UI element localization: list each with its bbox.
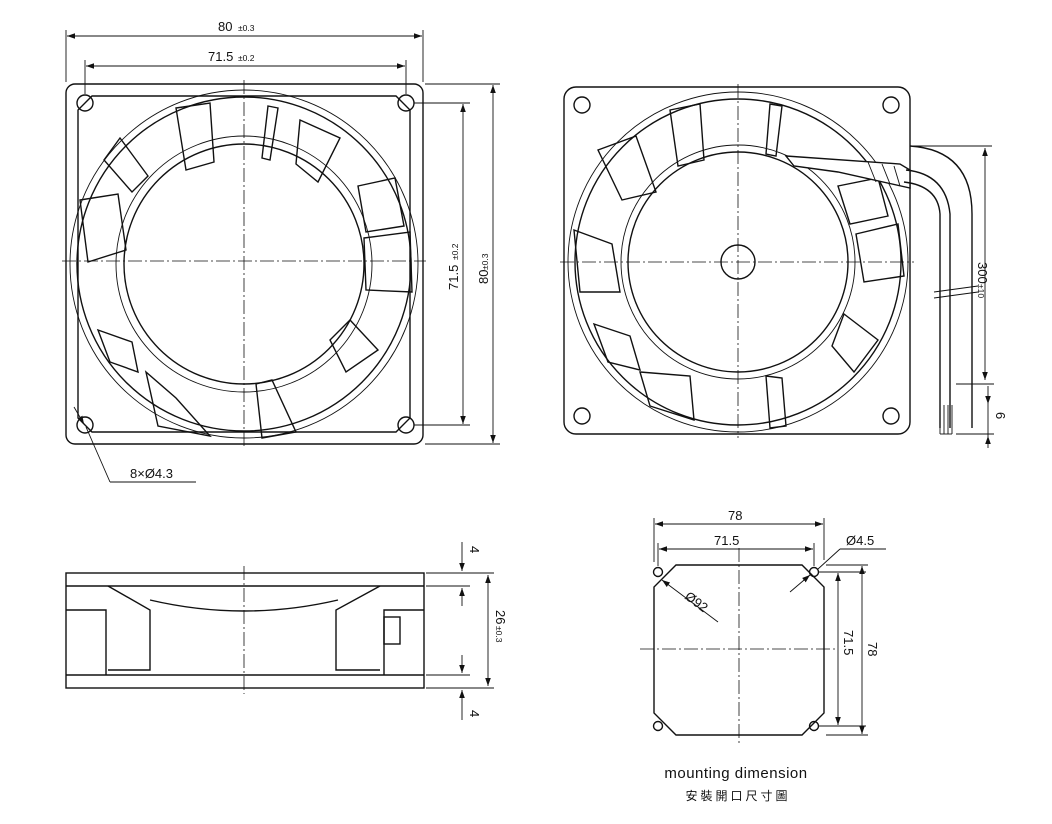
caption-english: mounting dimension xyxy=(664,765,807,782)
front-height-tolerance: ±0.3 xyxy=(480,253,490,270)
side-depth-value: 26 xyxy=(493,610,508,624)
front-mount-hole-br xyxy=(397,416,415,434)
rear-mount-hole-tr xyxy=(882,96,900,114)
front-width-value: 80 xyxy=(218,19,232,34)
mount-hole-diameter: Ø4.5 xyxy=(846,533,874,548)
mount-pitch-height: 71.5 xyxy=(841,630,856,655)
mount-opening-diameter: Ø92 xyxy=(682,588,711,615)
rear-lead-length-tolerance: ±10 xyxy=(976,284,986,298)
mount-pitch-width: 71.5 xyxy=(714,533,739,548)
rear-lead-length-value: 300 xyxy=(975,262,990,284)
cutout-hole-br xyxy=(808,720,820,732)
front-width-tolerance: ±0.3 xyxy=(238,23,255,33)
cutout-hole-tl xyxy=(652,566,664,578)
rear-mount-hole-tl xyxy=(573,96,591,114)
front-height-value: 80 xyxy=(476,270,491,284)
front-mount-hole-bl xyxy=(76,416,94,434)
mount-width: 78 xyxy=(728,508,742,523)
mount-height: 78 xyxy=(865,642,880,656)
front-pitch-height-value: 71.5 xyxy=(446,265,461,290)
front-pitch-width-tolerance: ±0.2 xyxy=(238,53,255,63)
side-depth-tolerance: ±0.3 xyxy=(494,626,504,643)
side-view: 4 4 26 ±0.3 xyxy=(65,542,508,720)
rear-mount-hole-br xyxy=(882,407,900,425)
front-holes-callout: 8×Ø4.3 xyxy=(130,466,173,481)
rear-lead-strip: 6 xyxy=(993,412,1008,419)
side-flange-top: 4 xyxy=(467,546,482,553)
rear-mount-hole-bl xyxy=(573,407,591,425)
front-pitch-width-value: 71.5 xyxy=(208,49,233,64)
rear-blades xyxy=(573,103,905,429)
front-mount-hole-tr xyxy=(397,94,415,112)
front-pitch-height-tolerance: ±0.2 xyxy=(450,243,460,260)
front-view: 80 ±0.3 71.5 ±0.2 71.5 ±0.2 80 ±0.3 8×Ø4… xyxy=(62,19,500,483)
lead-wires xyxy=(903,145,979,435)
caption-chinese: 安裝開口尺寸圖 xyxy=(685,788,790,803)
side-flange-bottom: 4 xyxy=(467,710,482,717)
mounting-dimension-view: 78 71.5 Ø4.5 Ø92 71.5 78 mounting dimens… xyxy=(640,508,886,803)
cutout-hole-tr xyxy=(808,566,820,578)
front-blades xyxy=(79,102,413,439)
rear-view: 300 ±10 6 xyxy=(560,84,1008,448)
front-mount-hole-tl xyxy=(76,94,94,112)
cutout-hole-bl xyxy=(652,720,664,732)
